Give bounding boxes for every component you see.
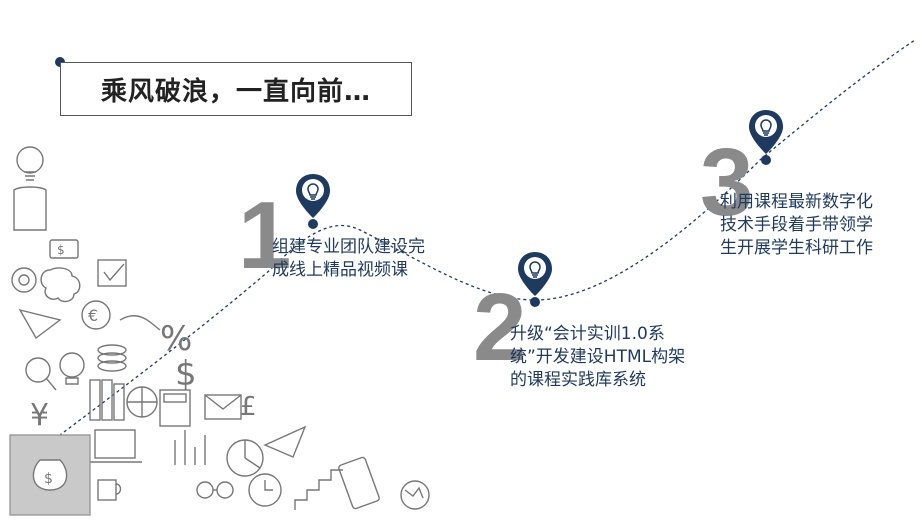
step-1-line-1: 组建专业团队建设完 <box>272 237 425 257</box>
milestone-dot-3 <box>761 155 771 165</box>
step-number-1: 1 <box>238 182 292 289</box>
step-2-line-2: 统”开发建设HTML构架 <box>510 347 686 367</box>
step-number-2: 2 <box>473 274 527 381</box>
lightbulb-icon <box>59 352 85 385</box>
dollar-sign-icon: $ <box>175 354 197 394</box>
step-text-1: 组建专业团队建设完 成线上精品视频课 <box>272 236 425 282</box>
lightbulb-pin-icon <box>296 174 330 218</box>
hand-bulb-icon <box>13 146 47 231</box>
gear-icon <box>11 267 37 293</box>
handshake-icon <box>119 315 161 331</box>
svg-text:£: £ <box>240 392 257 422</box>
euro-icon: € <box>81 300 111 330</box>
coins-icon <box>97 344 127 372</box>
step-number-3: 3 <box>700 129 754 236</box>
svg-text:$: $ <box>175 354 197 394</box>
checkbox-icon <box>97 259 127 287</box>
step-3-line-2: 技术手段着手带领学 <box>720 215 873 235</box>
lightbulb-pin-icon <box>749 110 783 154</box>
svg-text:$: $ <box>57 243 65 257</box>
yen-icon: ¥ <box>30 398 49 433</box>
cup-icon <box>97 479 122 501</box>
step-2-line-3: 的课程实践库系统 <box>510 370 646 390</box>
pound-icon: £ <box>240 392 257 422</box>
pie-chart-icon <box>226 439 264 477</box>
books-icon <box>89 379 125 421</box>
svg-text:$: $ <box>44 471 53 487</box>
milestone-dot-2 <box>530 297 540 307</box>
lightbulb-pin-icon <box>518 252 552 296</box>
svg-text:¥: ¥ <box>30 398 49 433</box>
svg-text:%: % <box>160 319 192 359</box>
chart-icon <box>174 430 206 465</box>
step-text-3: 利用课程最新数字化 技术手段着手带领学 生开展学生科研工作 <box>720 191 873 260</box>
paper-plane-icon <box>18 308 62 340</box>
step-2-line-1: 升级“会计实训1.0系 <box>510 324 665 344</box>
glasses-icon <box>196 481 234 499</box>
clock-icon <box>248 473 282 507</box>
page-title: 乘风破浪，一直向前… <box>100 76 371 107</box>
money-bag-icon: $ <box>9 434 91 516</box>
paper-plane-icon <box>263 425 307 458</box>
paper-ball-icon <box>400 480 430 510</box>
magnifier-icon <box>25 357 57 391</box>
calculator-icon <box>159 389 191 427</box>
phone-icon <box>338 456 380 510</box>
step-1-line-2: 成线上精品视频课 <box>272 260 408 280</box>
milestone-dot-1 <box>308 219 318 229</box>
svg-text:€: € <box>88 306 98 325</box>
business-doodle-collage: $ € % $ ¥ £ <box>9 146 430 516</box>
brain-icon <box>40 267 81 303</box>
globe-icon <box>126 386 158 418</box>
stairs-icon <box>294 469 343 510</box>
percent-icon: % <box>160 319 192 359</box>
step-3-line-1: 利用课程最新数字化 <box>720 192 873 212</box>
step-3-line-3: 生开展学生科研工作 <box>720 238 873 258</box>
step-text-2: 升级“会计实训1.0系 统”开发建设HTML构架 的课程实践库系统 <box>510 323 685 392</box>
envelope-icon <box>204 394 242 420</box>
laptop-icon <box>88 429 142 463</box>
dollar-icon: $ <box>49 239 79 259</box>
title-box: 乘风破浪，一直向前… <box>60 62 412 116</box>
